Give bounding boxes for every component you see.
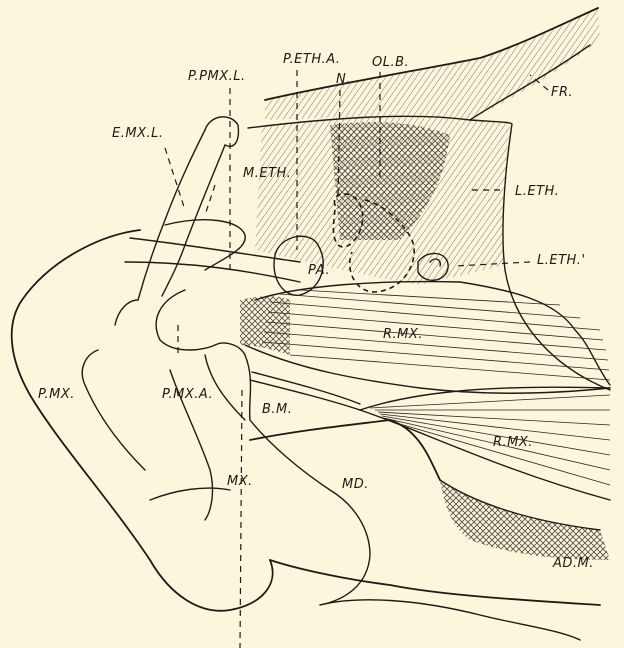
label-n: N. [336, 73, 351, 86]
label-p-eth-a: P.ETH.A. [283, 53, 341, 66]
label-m-eth: M.ETH. [243, 167, 291, 180]
frontal-bone [248, 8, 600, 128]
label-e-mx-l: E.MX.L. [112, 127, 163, 140]
label-b-m: B.M. [262, 403, 292, 416]
muscle-r-mx-lower [250, 372, 610, 500]
label-ol-b: OL.B. [372, 56, 409, 69]
label-md: MD. [342, 478, 369, 491]
muscle-r-mx-upper [240, 282, 610, 394]
label-l-eth-prime: L.ETH.' [537, 254, 586, 267]
jaw-hook [320, 600, 580, 640]
label-mx: MX. [227, 475, 253, 488]
label-r-mx-upper: R.MX. [383, 328, 423, 341]
leader-mx [240, 390, 242, 648]
label-l-eth: L.ETH. [515, 185, 559, 198]
label-pa: PA. [308, 264, 330, 277]
mandible-outline [250, 420, 610, 605]
label-fr: FR. [551, 86, 573, 99]
label-ad-m: AD.M. [553, 557, 594, 570]
label-p-mx: P.MX. [38, 388, 75, 401]
label-p-mx-a: P.MX.A. [162, 388, 213, 401]
label-p-pmx-l: P.PMX.L. [188, 70, 246, 83]
label-r-mx-lower: R.MX. [493, 436, 533, 449]
premaxilla-outline [12, 220, 273, 611]
